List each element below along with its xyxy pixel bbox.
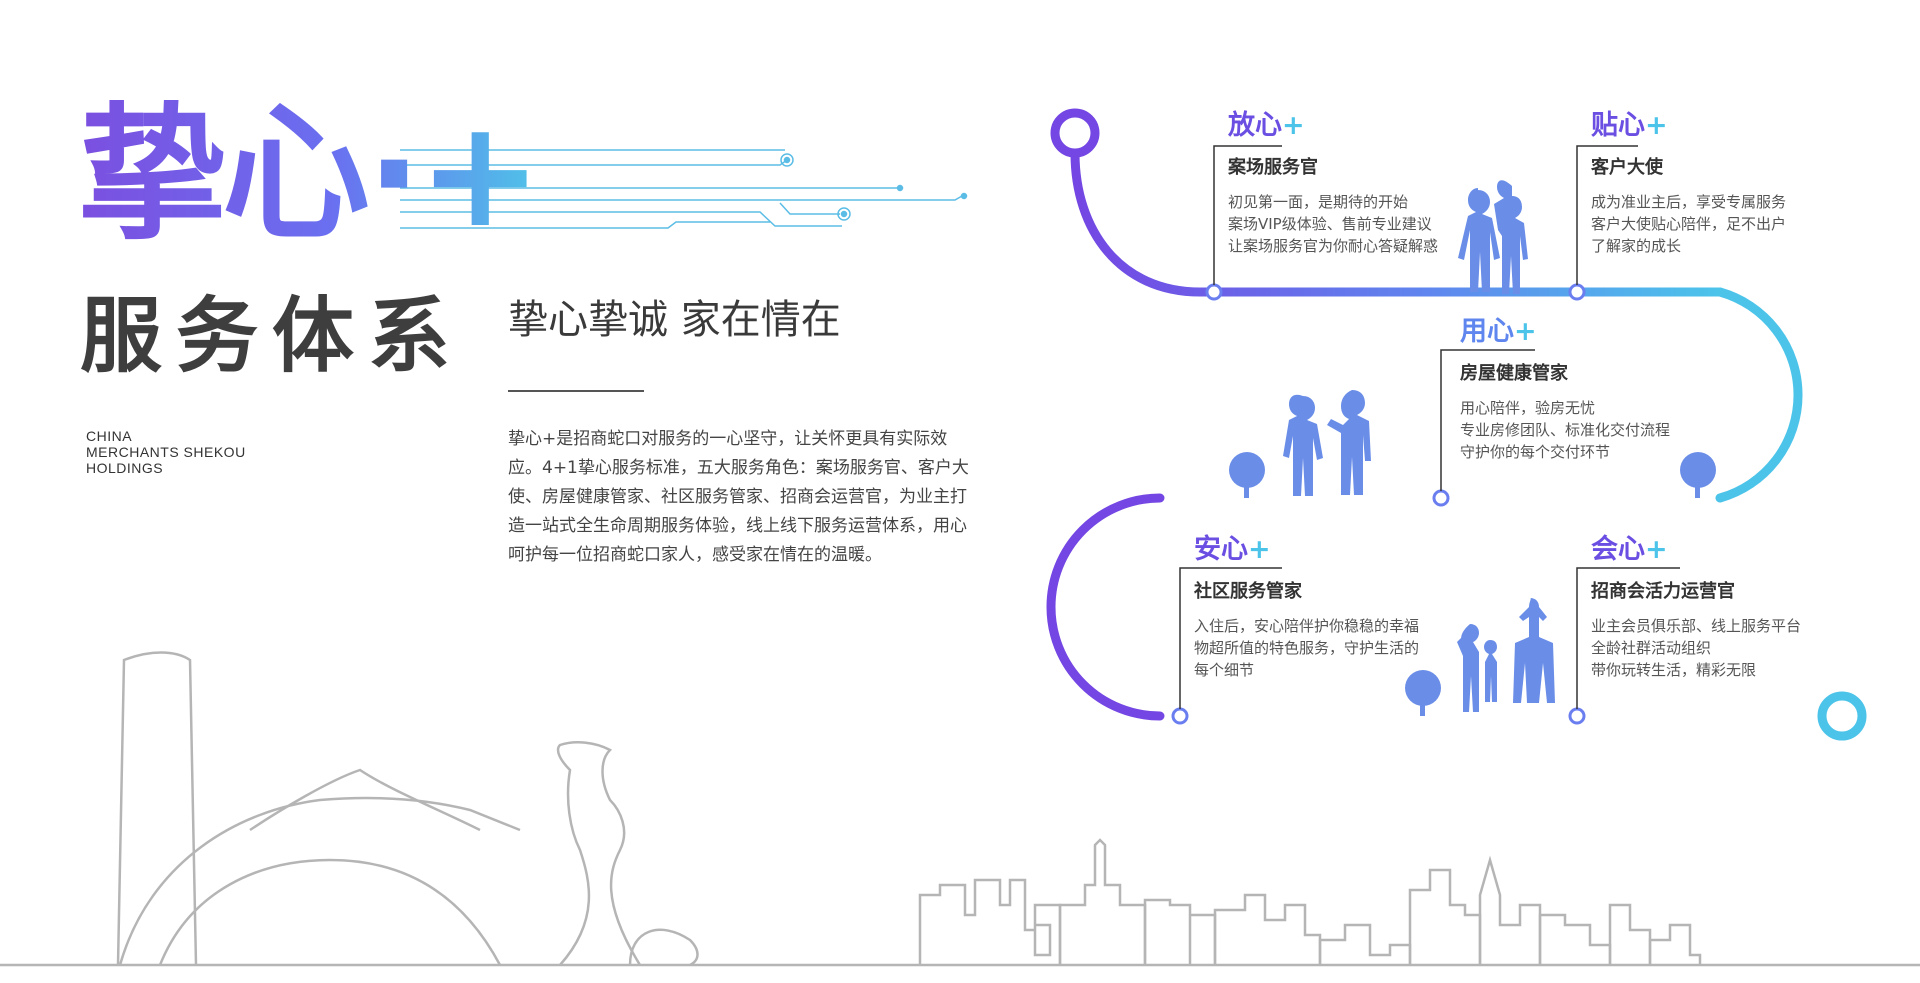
- desc-line: 用心陪伴，验房无忧: [1460, 399, 1596, 417]
- service-title-text: 用心: [1460, 316, 1514, 347]
- plus-mark: +: [1248, 534, 1271, 565]
- slogan-divider: [508, 390, 644, 392]
- service-title-text: 贴心: [1591, 110, 1645, 141]
- people-silhouettes: [1229, 180, 1716, 716]
- logo-wordmark: 挚心·+: [78, 88, 542, 260]
- service-title-text: 放心: [1228, 110, 1282, 141]
- desc-line: 每个细节: [1194, 661, 1255, 679]
- desc-line: 守护你的每个交付环节: [1460, 443, 1611, 461]
- service-title: 放心+: [1228, 112, 1438, 139]
- service-role: 社区服务管家: [1194, 581, 1302, 602]
- desc-line: 案场VIP级体验、售前专业建议: [1228, 215, 1432, 233]
- service-role: 房屋健康管家: [1460, 363, 1568, 384]
- brand-name-english: CHINA MERCHANTS SHEKOU HOLDINGS: [86, 428, 246, 476]
- desc-line: 成为准业主后，享受专属服务: [1591, 193, 1787, 211]
- desc-line: 了解家的成长: [1591, 237, 1682, 255]
- service-role: 客户大使: [1591, 157, 1663, 178]
- desc-line: 初见第一面，是期待的开始: [1228, 193, 1409, 211]
- plus-mark: +: [1282, 110, 1305, 141]
- desc-line: 带你玩转生活，精彩无限: [1591, 661, 1757, 679]
- brand-line: MERCHANTS SHEKOU: [86, 444, 246, 460]
- desc-line: 业主会员俱乐部、线上服务平台: [1591, 617, 1802, 635]
- slogan: 挚心挚诚 家在情在: [508, 297, 841, 343]
- skyline-illustration: [0, 651, 1920, 967]
- page-title: 服务体系: [80, 289, 465, 384]
- service-title: 会心+: [1591, 536, 1801, 563]
- card-brackets: [1179, 145, 1680, 709]
- brand-line: HOLDINGS: [86, 460, 164, 476]
- service-description: 业主会员俱乐部、线上服务平台 全龄社群活动组织 带你玩转生活，精彩无限: [1591, 615, 1801, 681]
- service-title-text: 安心: [1194, 534, 1248, 565]
- desc-line: 入住后，安心陪伴护你稳稳的幸福: [1194, 617, 1420, 635]
- service-description: 用心陪伴，验房无忧 专业房修团队、标准化交付流程 守护你的每个交付环节: [1460, 397, 1670, 463]
- desc-line: 全龄社群活动组织: [1591, 639, 1712, 657]
- desc-line: 客户大使贴心陪伴，足不出户: [1591, 215, 1787, 233]
- intro-paragraph: 挚心+是招商蛇口对服务的一心坚守，让关怀更具有实际效应。4+1挚心服务标准，五大…: [508, 429, 969, 565]
- desc-line: 专业房修团队、标准化交付流程: [1460, 421, 1671, 439]
- desc-line: 物超所值的特色服务，守护生活的: [1194, 639, 1420, 657]
- circuit-lines: [400, 149, 968, 229]
- service-title: 用心+: [1460, 318, 1670, 345]
- service-description: 初见第一面，是期待的开始 案场VIP级体验、售前专业建议 让案场服务官为你耐心答…: [1228, 191, 1438, 257]
- brand-line: CHINA: [86, 428, 133, 444]
- service-description: 成为准业主后，享受专属服务 客户大使贴心陪伴，足不出户 了解家的成长: [1591, 191, 1786, 257]
- plus-mark: +: [1514, 316, 1537, 347]
- service-card-yongxin: 用心+ 房屋健康管家 用心陪伴，验房无忧 专业房修团队、标准化交付流程 守护你的…: [1460, 318, 1670, 463]
- service-title-text: 会心: [1591, 534, 1645, 565]
- service-card-huixin: 会心+ 招商会活力运营官 业主会员俱乐部、线上服务平台 全龄社群活动组织 带你玩…: [1591, 536, 1801, 681]
- desc-line: 让案场服务官为你耐心答疑解惑: [1228, 237, 1439, 255]
- plus-mark: +: [1645, 110, 1668, 141]
- service-role: 案场服务官: [1228, 157, 1318, 178]
- service-card-anxin: 安心+ 社区服务管家 入住后，安心陪伴护你稳稳的幸福 物超所值的特色服务，守护生…: [1194, 536, 1419, 681]
- service-title: 贴心+: [1591, 112, 1786, 139]
- service-title: 安心+: [1194, 536, 1419, 563]
- service-card-tiexin: 贴心+ 客户大使 成为准业主后，享受专属服务 客户大使贴心陪伴，足不出户 了解家…: [1591, 112, 1786, 257]
- plus-mark: +: [1645, 534, 1668, 565]
- service-role: 招商会活力运营官: [1591, 581, 1735, 602]
- service-card-fangxin: 放心+ 案场服务官 初见第一面，是期待的开始 案场VIP级体验、售前专业建议 让…: [1228, 112, 1438, 257]
- service-description: 入住后，安心陪伴护你稳稳的幸福 物超所值的特色服务，守护生活的 每个细节: [1194, 615, 1419, 681]
